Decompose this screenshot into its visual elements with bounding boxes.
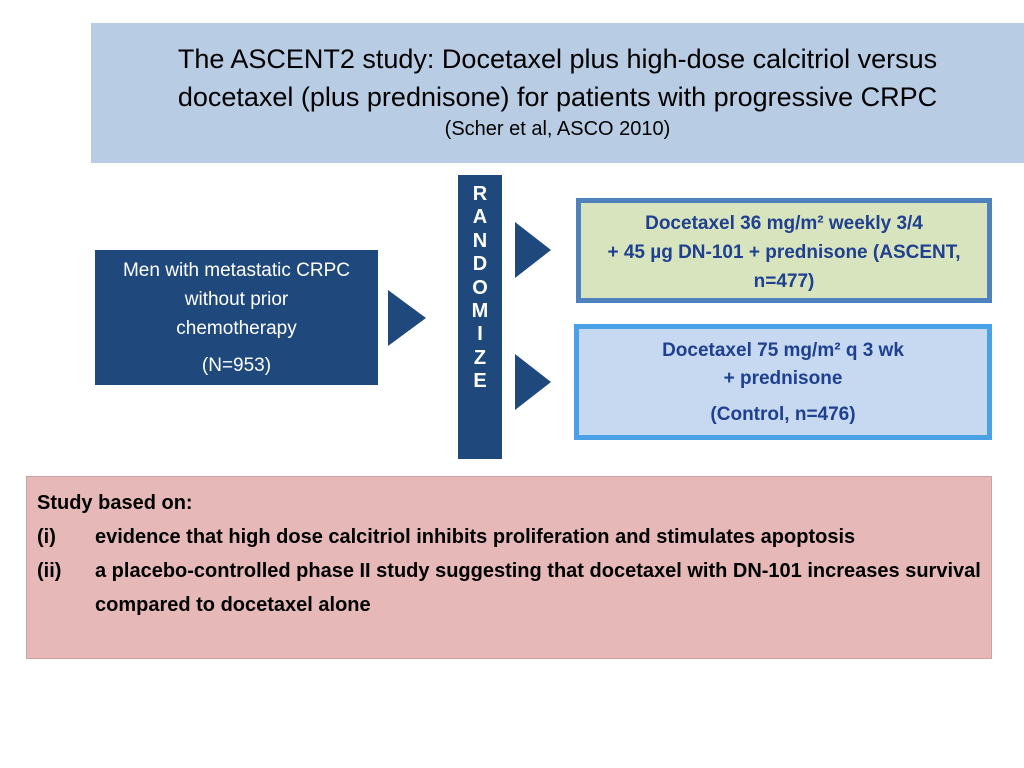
arrow-right-icon-arm-1	[515, 222, 551, 278]
arrow-right-icon-population	[388, 290, 426, 346]
rationale-item: (ii) a placebo-controlled phase II study…	[37, 554, 981, 622]
randomize-letter: R	[472, 183, 488, 205]
randomize-letter: E	[473, 370, 487, 393]
arrow-right-icon-arm-2	[515, 354, 551, 410]
title-line-1: The ASCENT2 study: Docetaxel plus high-d…	[177, 44, 938, 74]
title-citation: (Scher et al, ASCO 2010)	[444, 118, 671, 140]
arm-box-control: Docetaxel 75 mg/m² q 3 wk + prednisone (…	[574, 324, 992, 440]
arm-2-line-1: Docetaxel 75 mg/m² q 3 wk	[662, 340, 904, 361]
population-line-1: Men with metastatic CRPC	[122, 260, 350, 281]
randomize-letter: Z	[473, 346, 487, 369]
arm-1-line-2: + 45 µg DN-101 + prednisone (ASCENT,	[607, 242, 961, 263]
randomize-letter: A	[472, 206, 488, 229]
slide-title: The ASCENT2 study: Docetaxel plus high-d…	[91, 23, 1024, 163]
population-box: Men with metastatic CRPC without prior c…	[95, 250, 378, 385]
randomize-letter: I	[477, 323, 483, 346]
rationale-text: a placebo-controlled phase II study sugg…	[95, 560, 981, 616]
arm-2-line-2: + prednisone	[723, 368, 843, 389]
population-line-2: without prior	[184, 289, 289, 310]
randomize-letter: D	[472, 253, 488, 276]
population-line-3: chemotherapy	[176, 318, 297, 339]
randomize-letter: O	[472, 276, 488, 299]
title-line-2: docetaxel (plus prednisone) for patients…	[177, 82, 938, 112]
rationale-heading: Study based on:	[37, 492, 193, 514]
arm-1-line-1: Docetaxel 36 mg/m² weekly 3/4	[645, 213, 923, 234]
arm-1-line-3: n=477)	[753, 271, 815, 292]
rationale-marker: (ii)	[37, 560, 62, 582]
arm-box-ascent: Docetaxel 36 mg/m² weekly 3/4 + 45 µg DN…	[576, 198, 992, 303]
randomize-bar: R A N D O M I Z E	[458, 175, 502, 459]
rationale-item: (i) evidence that high dose calcitriol i…	[37, 520, 981, 554]
arm-2-line-3: (Control, n=476)	[710, 404, 856, 425]
randomize-letter: N	[472, 229, 488, 252]
randomize-letter: M	[471, 300, 489, 323]
population-count: (N=953)	[201, 355, 272, 376]
rationale-box: Study based on: (i) evidence that high d…	[26, 476, 992, 659]
rationale-text: evidence that high dose calcitriol inhib…	[95, 526, 856, 548]
rationale-marker: (i)	[37, 526, 56, 548]
